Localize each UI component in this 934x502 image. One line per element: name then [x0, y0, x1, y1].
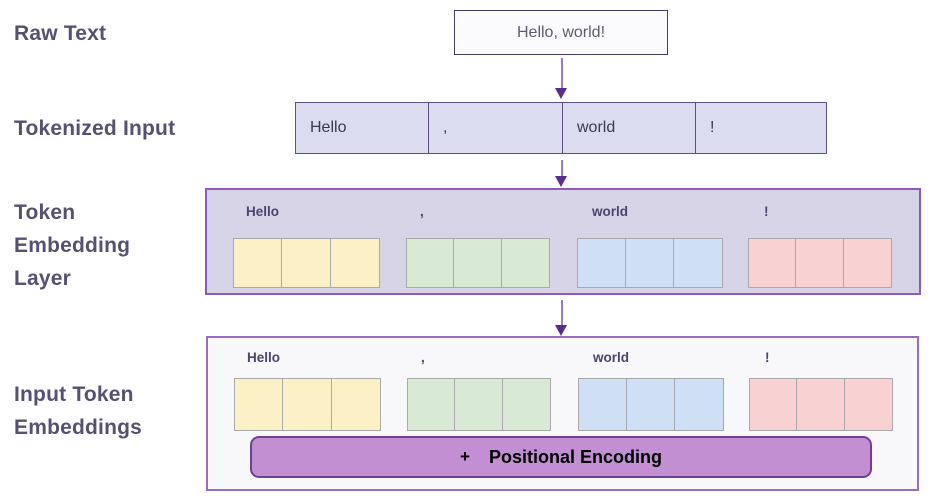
embedding-token-caption: world: [593, 350, 629, 365]
raw-text-value: Hello, world!: [516, 23, 606, 41]
embedding-vector-cell: [675, 379, 723, 430]
embedding-vector-group: [234, 378, 381, 431]
embedding-token-caption: !: [764, 204, 769, 219]
embedding-vector-cell: [626, 239, 674, 287]
embedding-vector-group: [748, 238, 892, 288]
row-label-tokenized-input: Tokenized Input: [14, 117, 176, 140]
row-label-token-embedding-layer: Token Embedding Layer: [14, 201, 131, 290]
embedding-vector-cell: [234, 239, 283, 287]
embedding-token-caption: ,: [421, 350, 425, 365]
embedding-token-caption: !: [765, 350, 770, 365]
embedding-vector-cell: [331, 379, 380, 430]
embedding-vector-cell: [283, 379, 332, 430]
row-label-raw-text: Raw Text: [14, 22, 107, 45]
embedding-vector-cell: [796, 239, 844, 287]
embedding-vector-cell: [407, 239, 455, 287]
token-embedding-layer-panel: Hello, world!: [205, 188, 921, 295]
arrow-shaft: [561, 58, 563, 89]
embedding-token-caption: ,: [420, 204, 424, 219]
embedding-vector-cell: [749, 239, 797, 287]
plus-sign-icon: +: [460, 447, 470, 466]
embedding-vector-cell: [330, 239, 379, 287]
embedding-vector-cell: [282, 239, 331, 287]
token-cell-label: !: [710, 119, 715, 136]
arrow-head: [555, 88, 567, 99]
embedding-vector-cell: [750, 379, 798, 430]
embedding-vector-group: [407, 378, 551, 431]
embedding-vector-cell: [843, 239, 891, 287]
arrow-shaft: [561, 160, 563, 177]
embedding-vector-cell: [408, 379, 456, 430]
embedding-vector-cell: [455, 379, 503, 430]
embedding-vector-cell: [579, 379, 627, 430]
token-cell: ,: [429, 103, 563, 153]
arrow-head: [555, 325, 567, 336]
tokenized-input-row: Hello, world!: [295, 102, 827, 154]
embedding-vector-cell: [674, 239, 722, 287]
embedding-token-caption: Hello: [246, 204, 280, 219]
token-cell: world: [563, 103, 696, 153]
embedding-token-caption: world: [592, 204, 628, 219]
token-cell-label: ,: [443, 119, 448, 136]
embedding-vector-cell: [235, 379, 284, 430]
token-cell: Hello: [296, 103, 429, 153]
down-arrow-icon: [555, 300, 568, 337]
embedding-vector-group: [406, 238, 550, 288]
embedding-vector-cell: [627, 379, 675, 430]
positional-encoding-label: Positional Encoding: [488, 446, 662, 467]
embedding-vector-cell: [502, 379, 550, 430]
token-cell: !: [696, 103, 826, 153]
embedding-vector-group: [749, 378, 893, 431]
row-label-input-token-embeddings: Input Token Embeddings: [14, 383, 143, 439]
embedding-vector-group: [578, 378, 724, 431]
arrow-shaft: [561, 300, 563, 326]
embedding-vector-cell: [844, 379, 892, 430]
embedding-vector-cell: [578, 239, 626, 287]
positional-encoding-bar: + Positional Encoding: [250, 436, 872, 478]
embedding-vector-cell: [454, 239, 502, 287]
raw-text-box: Hello, world!: [454, 10, 668, 55]
embedding-token-caption: Hello: [247, 350, 281, 365]
arrow-head: [555, 176, 567, 187]
embedding-vector-group: [233, 238, 380, 288]
down-arrow-icon: [555, 58, 568, 100]
embedding-vector-cell: [797, 379, 845, 430]
down-arrow-icon: [555, 160, 568, 188]
token-cell-label: Hello: [310, 119, 347, 136]
embedding-vector-group: [577, 238, 723, 288]
token-cell-label: world: [577, 119, 616, 136]
embedding-vector-cell: [501, 239, 549, 287]
